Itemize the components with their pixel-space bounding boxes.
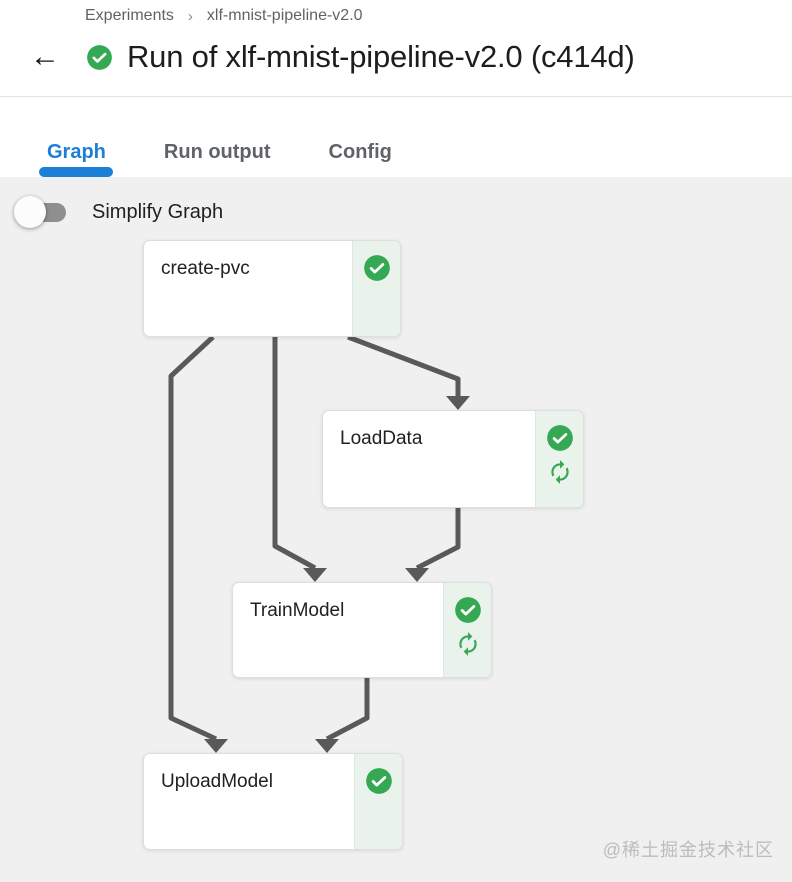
active-tab-indicator bbox=[39, 167, 114, 177]
run-status-check-icon bbox=[86, 44, 113, 71]
tab-run-output[interactable]: Run output bbox=[135, 141, 300, 164]
node-loaddata-label: LoadData bbox=[340, 428, 423, 449]
breadcrumb-experiments[interactable]: Experiments bbox=[85, 7, 174, 24]
watermark: @稀土掘金技术社区 bbox=[602, 840, 774, 860]
check-circle-icon bbox=[454, 596, 482, 624]
tab-config-label: Config bbox=[328, 141, 392, 163]
simplify-graph-toggle[interactable] bbox=[14, 195, 70, 229]
edge-trainmodel-to-uploadmodel bbox=[325, 678, 370, 742]
page-title: Run of xlf-mnist-pipeline-v2.0 (c414d) bbox=[127, 39, 635, 74]
retry-icon bbox=[547, 459, 573, 485]
node-loaddata-status-strip bbox=[535, 411, 583, 507]
node-trainmodel-status-strip bbox=[443, 583, 491, 677]
tab-run-output-label: Run output bbox=[163, 141, 271, 163]
arrowhead-trainmodel-l bbox=[303, 568, 327, 582]
node-uploadmodel-status-strip bbox=[354, 754, 402, 849]
tab-graph[interactable]: Graph bbox=[18, 141, 135, 177]
node-uploadmodel-label: UploadModel bbox=[161, 771, 273, 792]
edge-create-pvc-to-loaddata bbox=[347, 334, 461, 397]
check-circle-icon bbox=[546, 424, 574, 452]
edge-loaddata-to-trainmodel bbox=[415, 508, 461, 571]
graph-edges-layer bbox=[168, 334, 470, 753]
arrowhead-uploadmodel-l bbox=[204, 739, 228, 753]
arrowhead-trainmodel-r bbox=[405, 568, 429, 582]
back-button[interactable]: ← bbox=[30, 40, 60, 73]
header: Experiments › xlf-mnist-pipeline-v2.0 ← … bbox=[0, 0, 792, 97]
breadcrumb-pipeline-name: xlf-mnist-pipeline-v2.0 bbox=[206, 7, 363, 24]
tab-config[interactable]: Config bbox=[300, 141, 421, 164]
breadcrumb-chevron-icon: › bbox=[187, 7, 193, 25]
graph-canvas[interactable]: Simplify Graph create-pvc bbox=[0, 177, 792, 882]
edge-create-pvc-to-trainmodel bbox=[272, 337, 317, 571]
arrowhead-loaddata bbox=[446, 396, 470, 410]
arrowhead-uploadmodel-r bbox=[315, 739, 339, 753]
edge-create-pvc-to-uploadmodel bbox=[168, 335, 218, 742]
retry-icon bbox=[455, 631, 481, 657]
tab-bar: Graph Run output Config bbox=[0, 97, 792, 177]
breadcrumb: Experiments › xlf-mnist-pipeline-v2.0 bbox=[0, 0, 792, 25]
node-loaddata[interactable]: LoadData bbox=[322, 410, 584, 508]
node-create-pvc[interactable]: create-pvc bbox=[143, 240, 401, 337]
node-uploadmodel[interactable]: UploadModel bbox=[143, 753, 403, 850]
node-create-pvc-status-strip bbox=[352, 241, 400, 336]
toggle-thumb bbox=[14, 196, 46, 228]
node-trainmodel[interactable]: TrainModel bbox=[232, 582, 492, 678]
title-row: ← Run of xlf-mnist-pipeline-v2.0 (c414d) bbox=[0, 25, 792, 75]
simplify-graph-control: Simplify Graph bbox=[14, 195, 223, 229]
tab-graph-label: Graph bbox=[47, 141, 106, 163]
check-circle-icon bbox=[363, 254, 391, 282]
node-create-pvc-label: create-pvc bbox=[161, 258, 250, 279]
simplify-graph-label: Simplify Graph bbox=[92, 200, 224, 223]
check-circle-icon bbox=[365, 767, 393, 795]
node-trainmodel-label: TrainModel bbox=[250, 600, 345, 621]
